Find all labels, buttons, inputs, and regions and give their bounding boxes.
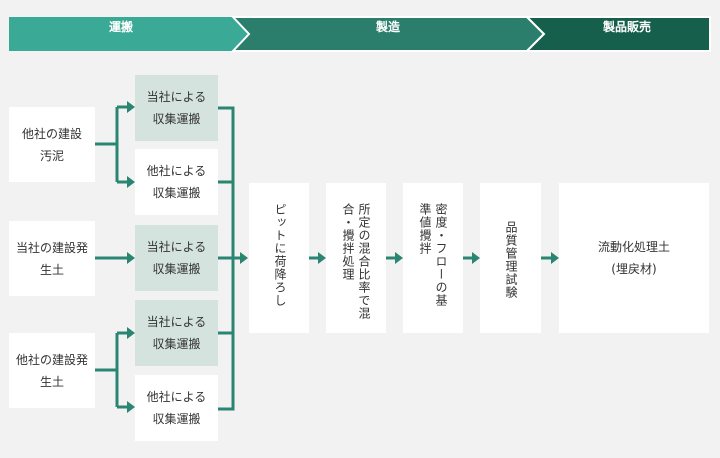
- phase-sales-label: 製品販売: [602, 20, 651, 34]
- phase-sales-segment: [524, 16, 711, 52]
- phase-header-band: [9, 16, 711, 52]
- arrowhead: [127, 101, 135, 113]
- source-box-2: 当社の建設発生土: [9, 221, 95, 296]
- phase-transport-label: 運搬: [108, 20, 133, 34]
- arrowhead: [127, 252, 135, 264]
- arrowhead: [318, 252, 326, 264]
- carrier-label-3: 当社による収集運搬: [146, 240, 207, 276]
- carrier-label-2: 他社による収集運搬: [146, 164, 207, 200]
- phase-transport-segment: [9, 17, 249, 51]
- arrowhead: [127, 401, 135, 413]
- carrier-box-4: 当社による収集運搬: [135, 300, 218, 366]
- step-box-mixing: 所定の混合比率で混合・攪拌処理: [326, 183, 386, 333]
- step-label-unload: ピットに荷降ろし: [273, 203, 287, 307]
- carrier-box-3: 当社による収集運搬: [135, 225, 218, 291]
- product-box: 流動化処理土 (埋戻材): [559, 183, 709, 333]
- fork-connector-3: [95, 331, 128, 409]
- product-name: 流動化処理土: [597, 240, 670, 254]
- carrier-box-5: 他社による収集運搬: [135, 375, 218, 441]
- source-label-2: 当社の建設発生土: [16, 240, 89, 277]
- product-sub: (埋戻材): [611, 262, 657, 276]
- arrowhead: [240, 252, 248, 264]
- arrowhead: [472, 252, 480, 264]
- step-label-stirring: 密度・フローの基準値攪拌: [418, 203, 448, 307]
- carrier-box-1: 当社による収集運搬: [135, 75, 218, 141]
- arrowhead: [551, 252, 559, 264]
- arrowhead: [127, 327, 135, 339]
- source-box-1: 他社の建設汚泥: [9, 107, 95, 182]
- source-box-3: 他社の建設発生土: [9, 333, 95, 408]
- step-box-unload: ピットに荷降ろし: [249, 183, 309, 333]
- step-label-quality: 品質管理試験: [504, 221, 518, 299]
- carrier-label-1: 当社による収集運搬: [146, 90, 207, 126]
- arrowhead: [395, 252, 403, 264]
- step-label-mixing: 所定の混合比率で混合・攪拌処理: [341, 203, 371, 320]
- source-label-1: 他社の建設汚泥: [22, 126, 83, 163]
- carrier-label-4: 当社による収集運搬: [146, 315, 207, 351]
- source-label-3: 他社の建設発生土: [16, 352, 89, 389]
- fork-connector-1: [95, 105, 128, 184]
- step-box-stirring: 密度・フローの基準値攪拌: [403, 183, 463, 333]
- carrier-box-2: 他社による収集運搬: [135, 149, 218, 215]
- phase-manufacture-label: 製造: [375, 20, 400, 34]
- step-box-quality: 品質管理試験: [480, 183, 541, 333]
- arrowhead: [127, 176, 135, 188]
- merge-bracket: [218, 106, 235, 411]
- carrier-label-5: 他社による収集運搬: [146, 390, 207, 426]
